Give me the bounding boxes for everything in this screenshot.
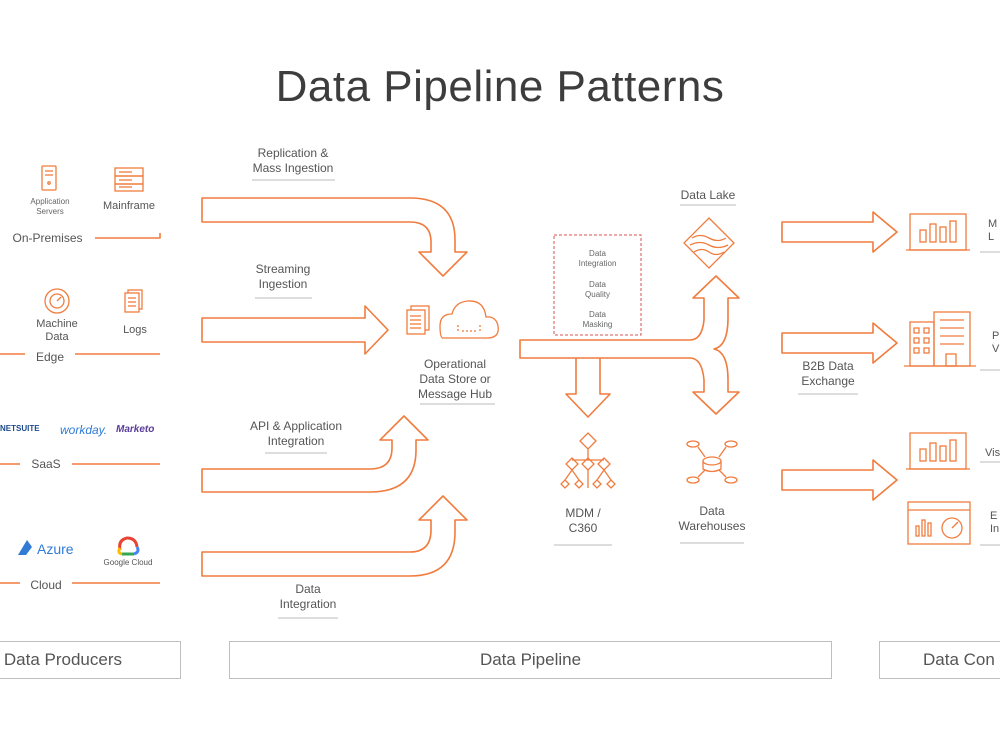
replication-label: Replication & Mass Ingestion xyxy=(252,146,334,175)
database-icon xyxy=(686,440,738,484)
hierarchy-icon xyxy=(560,432,616,489)
processing-quality-label: Data Quality xyxy=(585,280,610,299)
gauge-icon xyxy=(44,288,70,314)
azure-logo: Azure xyxy=(37,541,74,557)
pipeline-branch-arrow xyxy=(519,275,740,415)
building-icon xyxy=(904,311,976,367)
footer-data-pipeline: Data Pipeline xyxy=(229,641,832,679)
streaming-label: Streaming Ingestion xyxy=(255,262,311,291)
mdm-label: MDM / C360 xyxy=(565,506,601,535)
edge-label: Edge xyxy=(35,350,65,364)
google-cloud-logo: Google Cloud xyxy=(103,558,153,567)
replication-arrow xyxy=(201,197,468,277)
workday-logo: workday. xyxy=(60,423,108,437)
chart-monitor-icon xyxy=(906,213,970,251)
processing-masking-label: Data Masking xyxy=(582,310,613,329)
processing-box xyxy=(553,234,642,336)
mdm-down-arrow xyxy=(565,358,611,418)
data-integration-label: Data Integration xyxy=(279,582,337,611)
machine-data-label: Machine Data xyxy=(36,318,78,343)
netsuite-logo: NETSUITE xyxy=(0,424,40,433)
consumer-label-2: P V xyxy=(992,330,1000,355)
on-premises-label: On-Premises xyxy=(0,231,95,246)
data-integration-arrow xyxy=(201,495,468,577)
footer-data-producers: Data Producers xyxy=(0,641,181,679)
saas-label: SaaS xyxy=(31,457,61,471)
consumer-label-3: Vis xyxy=(985,447,1000,459)
consumer-label-4: E In xyxy=(990,510,1000,535)
footer-producers-label: Data Producers xyxy=(3,650,122,669)
application-servers-label: Application Servers xyxy=(30,197,70,216)
api-integration-label: API & Application Integration xyxy=(249,419,343,448)
footer-consumers-label: Data Con xyxy=(923,650,995,669)
processing-integration-label: Data Integration xyxy=(578,249,617,268)
data-lake-icon xyxy=(683,217,735,269)
footer-pipeline-label: Data Pipeline xyxy=(479,650,582,669)
cloud-label: Cloud xyxy=(30,578,62,592)
footer-data-consumers: Data Con xyxy=(879,641,1000,679)
azure-logo-icon xyxy=(18,540,32,555)
google-cloud-icon xyxy=(117,536,140,556)
hub-label: Operational Data Store or Message Hub xyxy=(417,357,493,401)
marketo-logo: Marketo xyxy=(116,424,155,435)
dashboard-icon xyxy=(907,501,971,545)
consumer-arrow-3 xyxy=(781,459,898,501)
b2b-exchange-label: B2B Data Exchange xyxy=(801,359,855,388)
mainframe-label: Mainframe xyxy=(103,200,155,212)
mainframe-icon xyxy=(114,167,144,192)
document-icon xyxy=(124,289,143,313)
consumer-label-1: M L xyxy=(988,218,998,243)
logs-label: Logs xyxy=(123,324,147,336)
documents-icon xyxy=(406,305,430,335)
consumer-arrow-2 xyxy=(781,322,898,364)
streaming-arrow xyxy=(201,305,389,355)
api-arrow xyxy=(201,415,429,493)
warehouses-label: Data Warehouses xyxy=(678,504,746,533)
chart-monitor-icon-2 xyxy=(906,432,970,470)
data-lake-label: Data Lake xyxy=(680,188,736,202)
consumer-arrow-1 xyxy=(781,211,898,253)
cloud-icon xyxy=(439,300,499,339)
server-icon xyxy=(41,165,57,191)
page-title: Data Pipeline Patterns xyxy=(275,62,725,111)
